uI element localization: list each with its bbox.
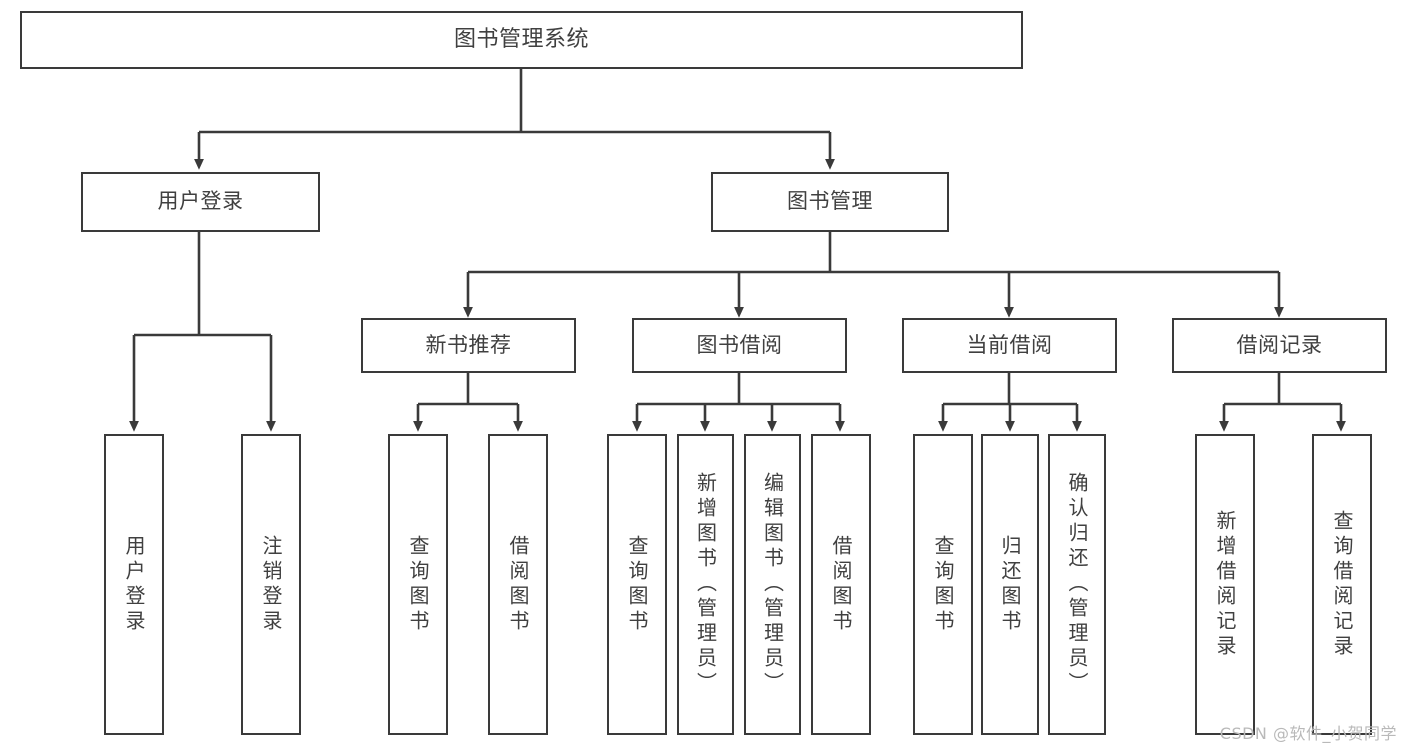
leaf-current-borrow-query[interactable]: 查询图书 (913, 434, 973, 735)
leaf-borrow-record-add-label: 新增借阅记录 (1213, 509, 1237, 660)
leaf-new-book-query[interactable]: 查询图书 (388, 434, 448, 735)
leaf-book-borrow-query[interactable]: 查询图书 (607, 434, 667, 735)
node-book-manage[interactable]: 图书管理 (711, 172, 949, 232)
node-new-book-recommend[interactable]: 新书推荐 (361, 318, 576, 373)
node-root[interactable]: 图书管理系统 (20, 11, 1023, 69)
leaf-new-book-borrow[interactable]: 借阅图书 (488, 434, 548, 735)
leaf-book-borrow-add[interactable]: 新增图书（管理员） (677, 434, 734, 735)
node-user-login-label: 用户登录 (157, 189, 244, 214)
leaf-user-login-logout[interactable]: 注销登录 (241, 434, 301, 735)
node-user-login[interactable]: 用户登录 (81, 172, 320, 232)
leaf-borrow-record-add[interactable]: 新增借阅记录 (1195, 434, 1255, 735)
leaf-current-borrow-query-label: 查询图书 (931, 534, 955, 635)
node-current-borrow[interactable]: 当前借阅 (902, 318, 1117, 373)
leaf-book-borrow-edit-label: 编辑图书（管理员） (760, 472, 785, 697)
leaf-new-book-borrow-label: 借阅图书 (506, 534, 530, 635)
node-book-manage-label: 图书管理 (787, 189, 873, 214)
leaf-new-book-query-label: 查询图书 (406, 534, 430, 635)
node-book-borrow-label: 图书借阅 (696, 332, 783, 357)
csdn-watermark: CSDN @软件_小贺同学 (1219, 724, 1397, 743)
leaf-book-borrow-borrow-label: 借阅图书 (829, 534, 853, 635)
node-current-borrow-label: 当前借阅 (966, 332, 1053, 357)
leaf-user-login-login[interactable]: 用户登录 (104, 434, 164, 735)
leaf-current-borrow-return[interactable]: 归还图书 (981, 434, 1039, 735)
leaf-book-borrow-borrow[interactable]: 借阅图书 (811, 434, 871, 735)
leaf-book-borrow-query-label: 查询图书 (625, 534, 649, 635)
leaf-book-borrow-add-label: 新增图书（管理员） (693, 472, 718, 697)
node-root-label: 图书管理系统 (453, 26, 589, 52)
node-book-borrow[interactable]: 图书借阅 (632, 318, 847, 373)
leaf-user-login-login-label: 用户登录 (122, 534, 146, 635)
leaf-current-borrow-confirm[interactable]: 确认归还（管理员） (1048, 434, 1106, 735)
leaf-current-borrow-confirm-label: 确认归还（管理员） (1065, 472, 1089, 697)
node-borrow-record-label: 借阅记录 (1236, 332, 1323, 357)
node-borrow-record[interactable]: 借阅记录 (1172, 318, 1387, 373)
leaf-borrow-record-query-label: 查询借阅记录 (1330, 509, 1354, 660)
leaf-borrow-record-query[interactable]: 查询借阅记录 (1312, 434, 1372, 735)
leaf-book-borrow-edit[interactable]: 编辑图书（管理员） (744, 434, 801, 735)
leaf-current-borrow-return-label: 归还图书 (998, 534, 1022, 635)
node-new-book-recommend-label: 新书推荐 (425, 332, 512, 357)
leaf-user-login-logout-label: 注销登录 (259, 534, 283, 635)
